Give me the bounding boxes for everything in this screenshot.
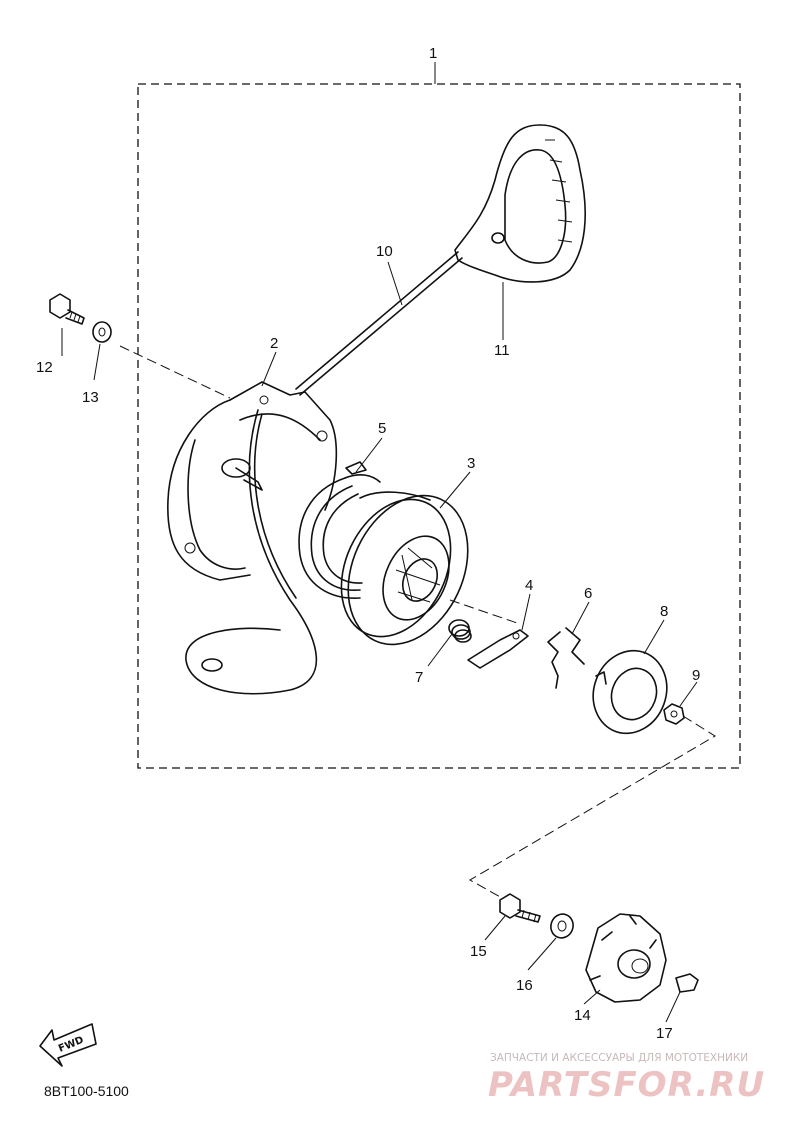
callout-9: 9 bbox=[692, 667, 700, 684]
callout-13: 13 bbox=[82, 389, 99, 406]
callout-14: 14 bbox=[574, 1007, 591, 1024]
callout-15: 15 bbox=[470, 943, 487, 960]
starter-case bbox=[167, 381, 338, 581]
drive-plate bbox=[592, 649, 668, 735]
watermark: ЗАПЧАСТИ И АКСЕССУАРЫ ДЛЯ МОТОТЕХНИКИ PA… bbox=[488, 1052, 765, 1105]
woodruff-key bbox=[675, 973, 699, 993]
assembly-group-boundary bbox=[137, 62, 741, 769]
callout-2: 2 bbox=[270, 335, 278, 352]
diagram-code: 8BT100-5100 bbox=[44, 1083, 129, 1099]
starter-handle bbox=[454, 124, 586, 283]
washer-lower bbox=[550, 913, 574, 939]
callout-3: 3 bbox=[467, 455, 475, 472]
bolt-upper bbox=[49, 293, 85, 325]
callout-7: 7 bbox=[415, 669, 423, 686]
fwd-arrow-icon: FWD bbox=[39, 1023, 97, 1067]
drive-pulley bbox=[585, 913, 667, 1003]
bolt-lower bbox=[499, 893, 541, 923]
callout-17: 17 bbox=[656, 1025, 673, 1042]
callout-1: 1 bbox=[429, 45, 437, 62]
callout-12: 12 bbox=[36, 359, 53, 376]
callout-8: 8 bbox=[660, 603, 668, 620]
callout-labels: 1 2 3 4 5 6 7 8 9 10 11 12 13 14 15 16 1… bbox=[36, 45, 700, 1042]
nut bbox=[663, 703, 685, 725]
guide-clip bbox=[547, 627, 585, 689]
starter-rope bbox=[185, 251, 463, 695]
pawl bbox=[467, 629, 529, 669]
small-spring bbox=[448, 619, 472, 643]
callout-16: 16 bbox=[516, 977, 533, 994]
callout-6: 6 bbox=[584, 585, 592, 602]
callout-5: 5 bbox=[378, 420, 386, 437]
callout-10: 10 bbox=[376, 243, 393, 260]
callout-11: 11 bbox=[494, 342, 510, 359]
callout-4: 4 bbox=[525, 577, 533, 594]
washer-upper bbox=[92, 321, 112, 343]
reel-drum bbox=[340, 491, 469, 646]
leader-lines bbox=[61, 261, 716, 1023]
watermark-tagline: ЗАПЧАСТИ И АКСЕССУАРЫ ДЛЯ МОТОТЕХНИКИ bbox=[490, 1052, 748, 1064]
watermark-brand: PARTSFOR.RU bbox=[488, 1065, 765, 1105]
spiral-spring bbox=[298, 461, 381, 599]
